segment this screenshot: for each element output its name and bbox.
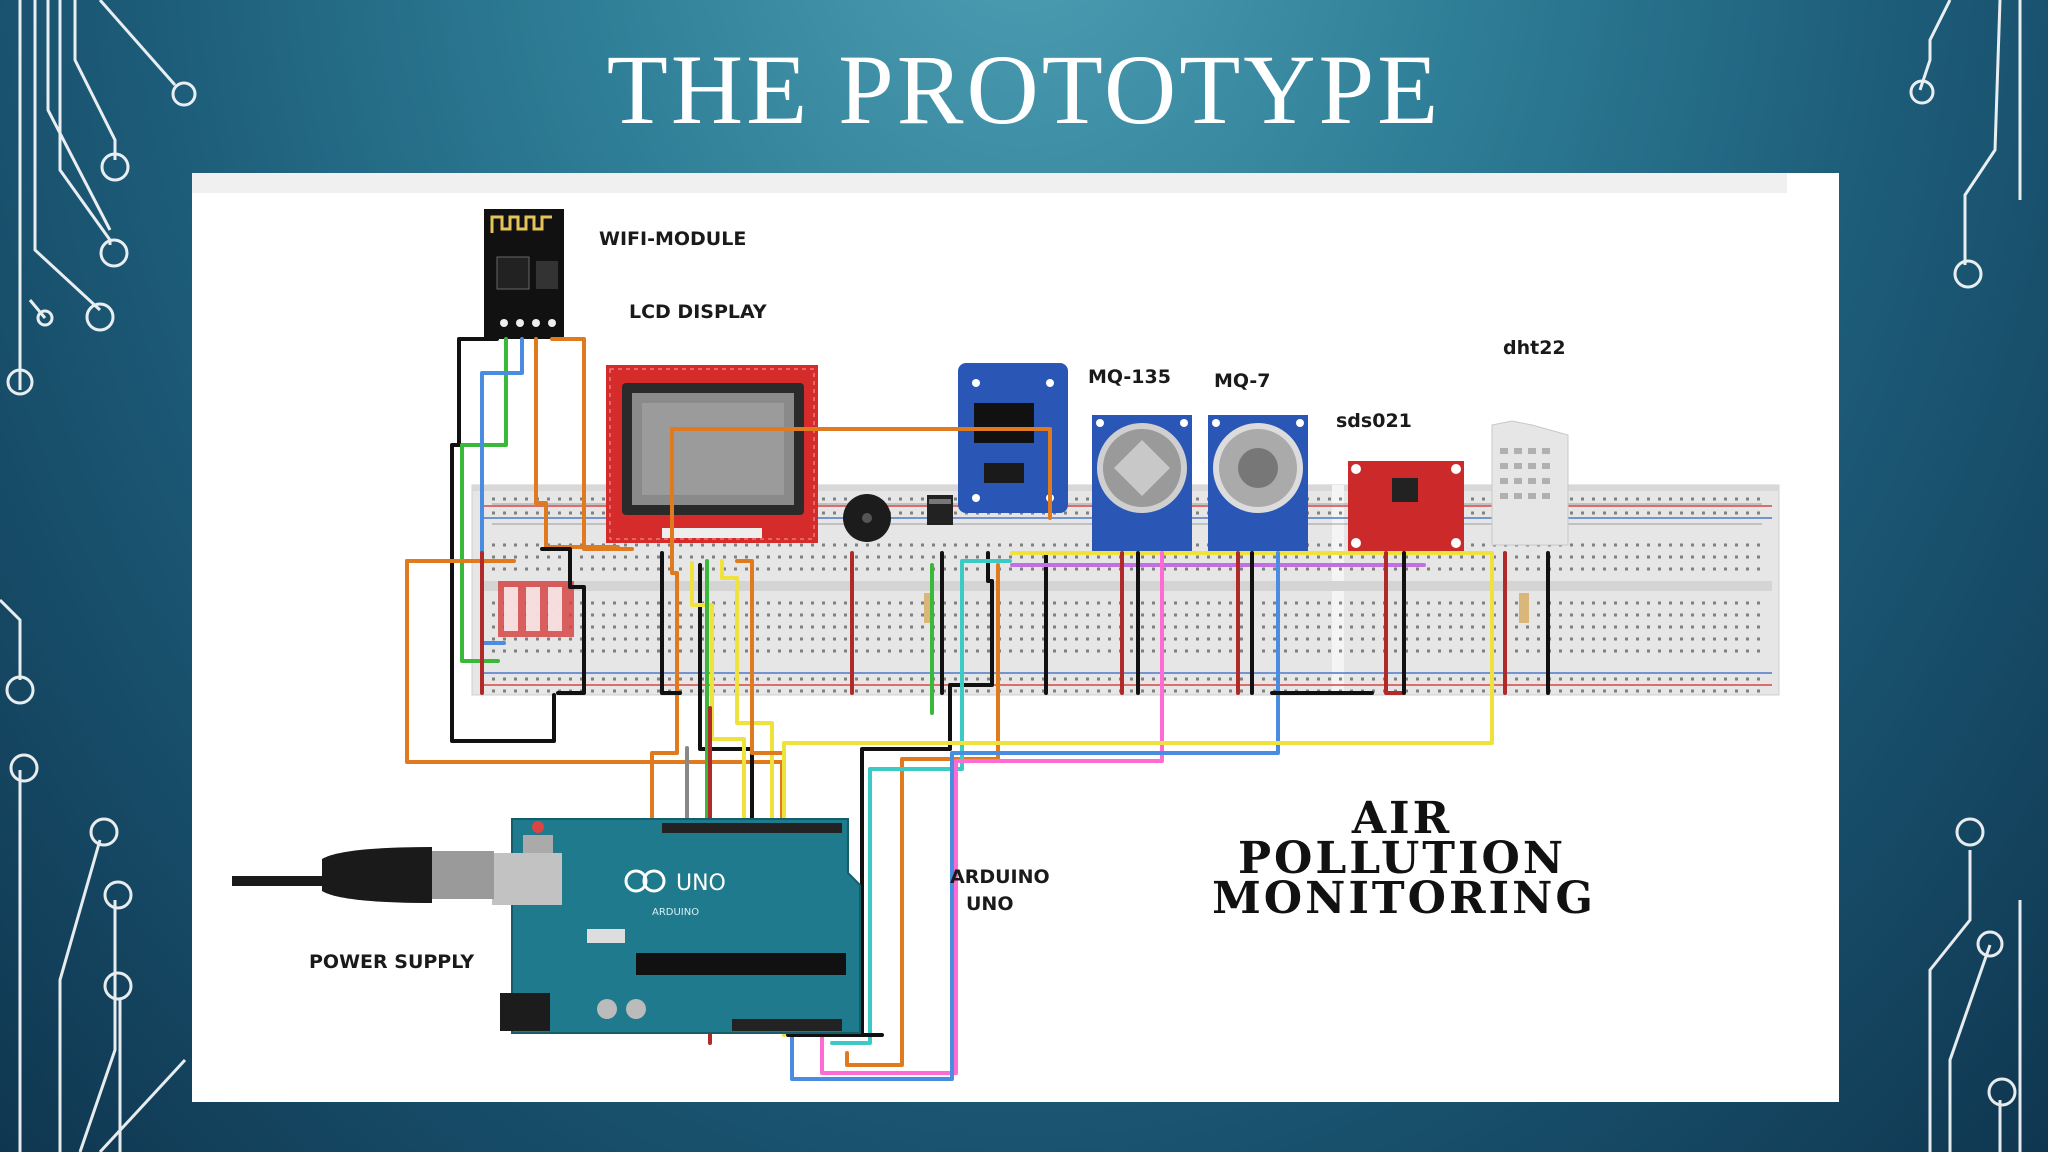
slide-title: THE PROTOTYPE [606,34,1442,145]
label-mq7: MQ-7 [1214,370,1271,392]
arduino-uno-board: UNO ARDUINO [492,818,861,1034]
circuit-diagram-panel: UNO ARDUINO WIFI-MODULE LCD DISPLAY MQ-1… [192,173,1839,1102]
heading-monitoring: MONITORING [1212,873,1596,924]
label-uno: UNO [966,893,1013,915]
heading-air: AIR [1351,793,1452,844]
usb-cable [232,847,494,903]
sds021-sensor [1348,461,1464,551]
wifi-module [484,209,564,339]
label-wifi-module: WIFI-MODULE [599,228,746,250]
resistor [924,593,1529,623]
heading-pollution: POLLUTION [1238,833,1566,884]
lcd-display [606,365,818,543]
mq135-sensor [1092,415,1192,553]
label-sds021: sds021 [1336,410,1412,432]
label-lcd-display: LCD DISPLAY [629,301,767,323]
buzzer [843,494,891,542]
label-dht22: dht22 [1503,337,1566,359]
rtc-module [958,363,1068,513]
label-power-supply: POWER SUPPLY [309,951,474,973]
level-shifter [498,581,574,637]
mq7-sensor [1208,415,1308,553]
transistor [927,495,953,525]
arduino-logo-text: ARDUINO [652,907,699,918]
label-mq135: MQ-135 [1088,366,1171,388]
wiring [405,337,1550,1081]
dht22-sensor [1491,420,1569,546]
uno-logo-text: UNO [676,871,726,896]
label-arduino: ARDUINO [950,866,1050,888]
